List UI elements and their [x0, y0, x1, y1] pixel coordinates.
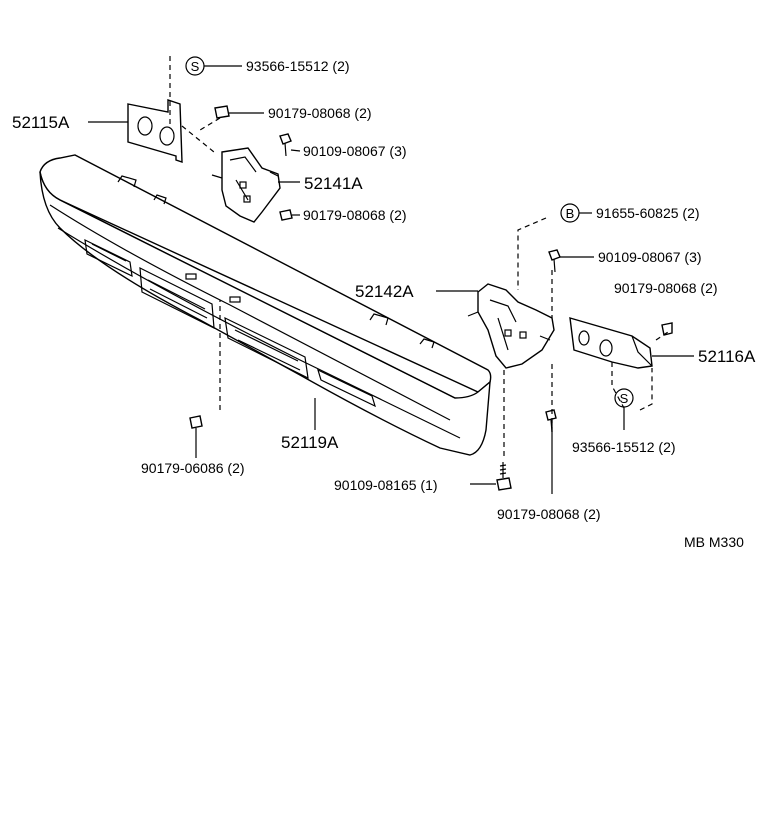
label-nut-right-ext: 90179-08068 (2) — [614, 280, 718, 296]
clip-b-icon: B — [560, 203, 580, 223]
label-bolt-left: 90109-08067 (3) — [303, 143, 407, 159]
label-nut-bottom: 90179-08068 (2) — [497, 506, 601, 522]
diagram-code: MB M330 — [684, 534, 744, 550]
left-extension-part — [127, 99, 183, 163]
label-nut-left-arm: 90179-08068 (2) — [303, 207, 407, 223]
label-seal-left: 93566-15512 (2) — [246, 58, 350, 74]
label-bolt-bottom: 90109-08165 (1) — [334, 477, 438, 493]
nut-icon — [189, 105, 673, 491]
seal-s-icon-left: S — [185, 56, 205, 76]
label-bumper-cover: 52119A — [281, 433, 339, 452]
label-left-extension: 52115A — [12, 113, 70, 132]
label-clip-right: 91655-60825 (2) — [596, 205, 700, 221]
svg-text:B: B — [566, 206, 575, 221]
label-bolt-right: 90109-08067 (3) — [598, 249, 702, 265]
label-right-arm: 52142A — [355, 282, 414, 301]
bumper-cover — [39, 154, 492, 456]
label-right-extension: 52116A — [698, 347, 756, 366]
right-arm-part — [467, 283, 555, 369]
right-extension-part — [569, 317, 653, 369]
svg-text:S: S — [191, 59, 200, 74]
svg-text:S: S — [620, 391, 629, 406]
seal-s-icon-right: S — [614, 388, 634, 408]
label-seal-right: 93566-15512 (2) — [572, 439, 676, 455]
leader-lines — [88, 65, 694, 494]
label-left-arm: 52141A — [304, 174, 363, 193]
label-nut-cover: 90179-06086 (2) — [141, 460, 245, 476]
label-nut-left-ext: 90179-08068 (2) — [268, 105, 372, 121]
left-arm-part — [211, 147, 281, 223]
